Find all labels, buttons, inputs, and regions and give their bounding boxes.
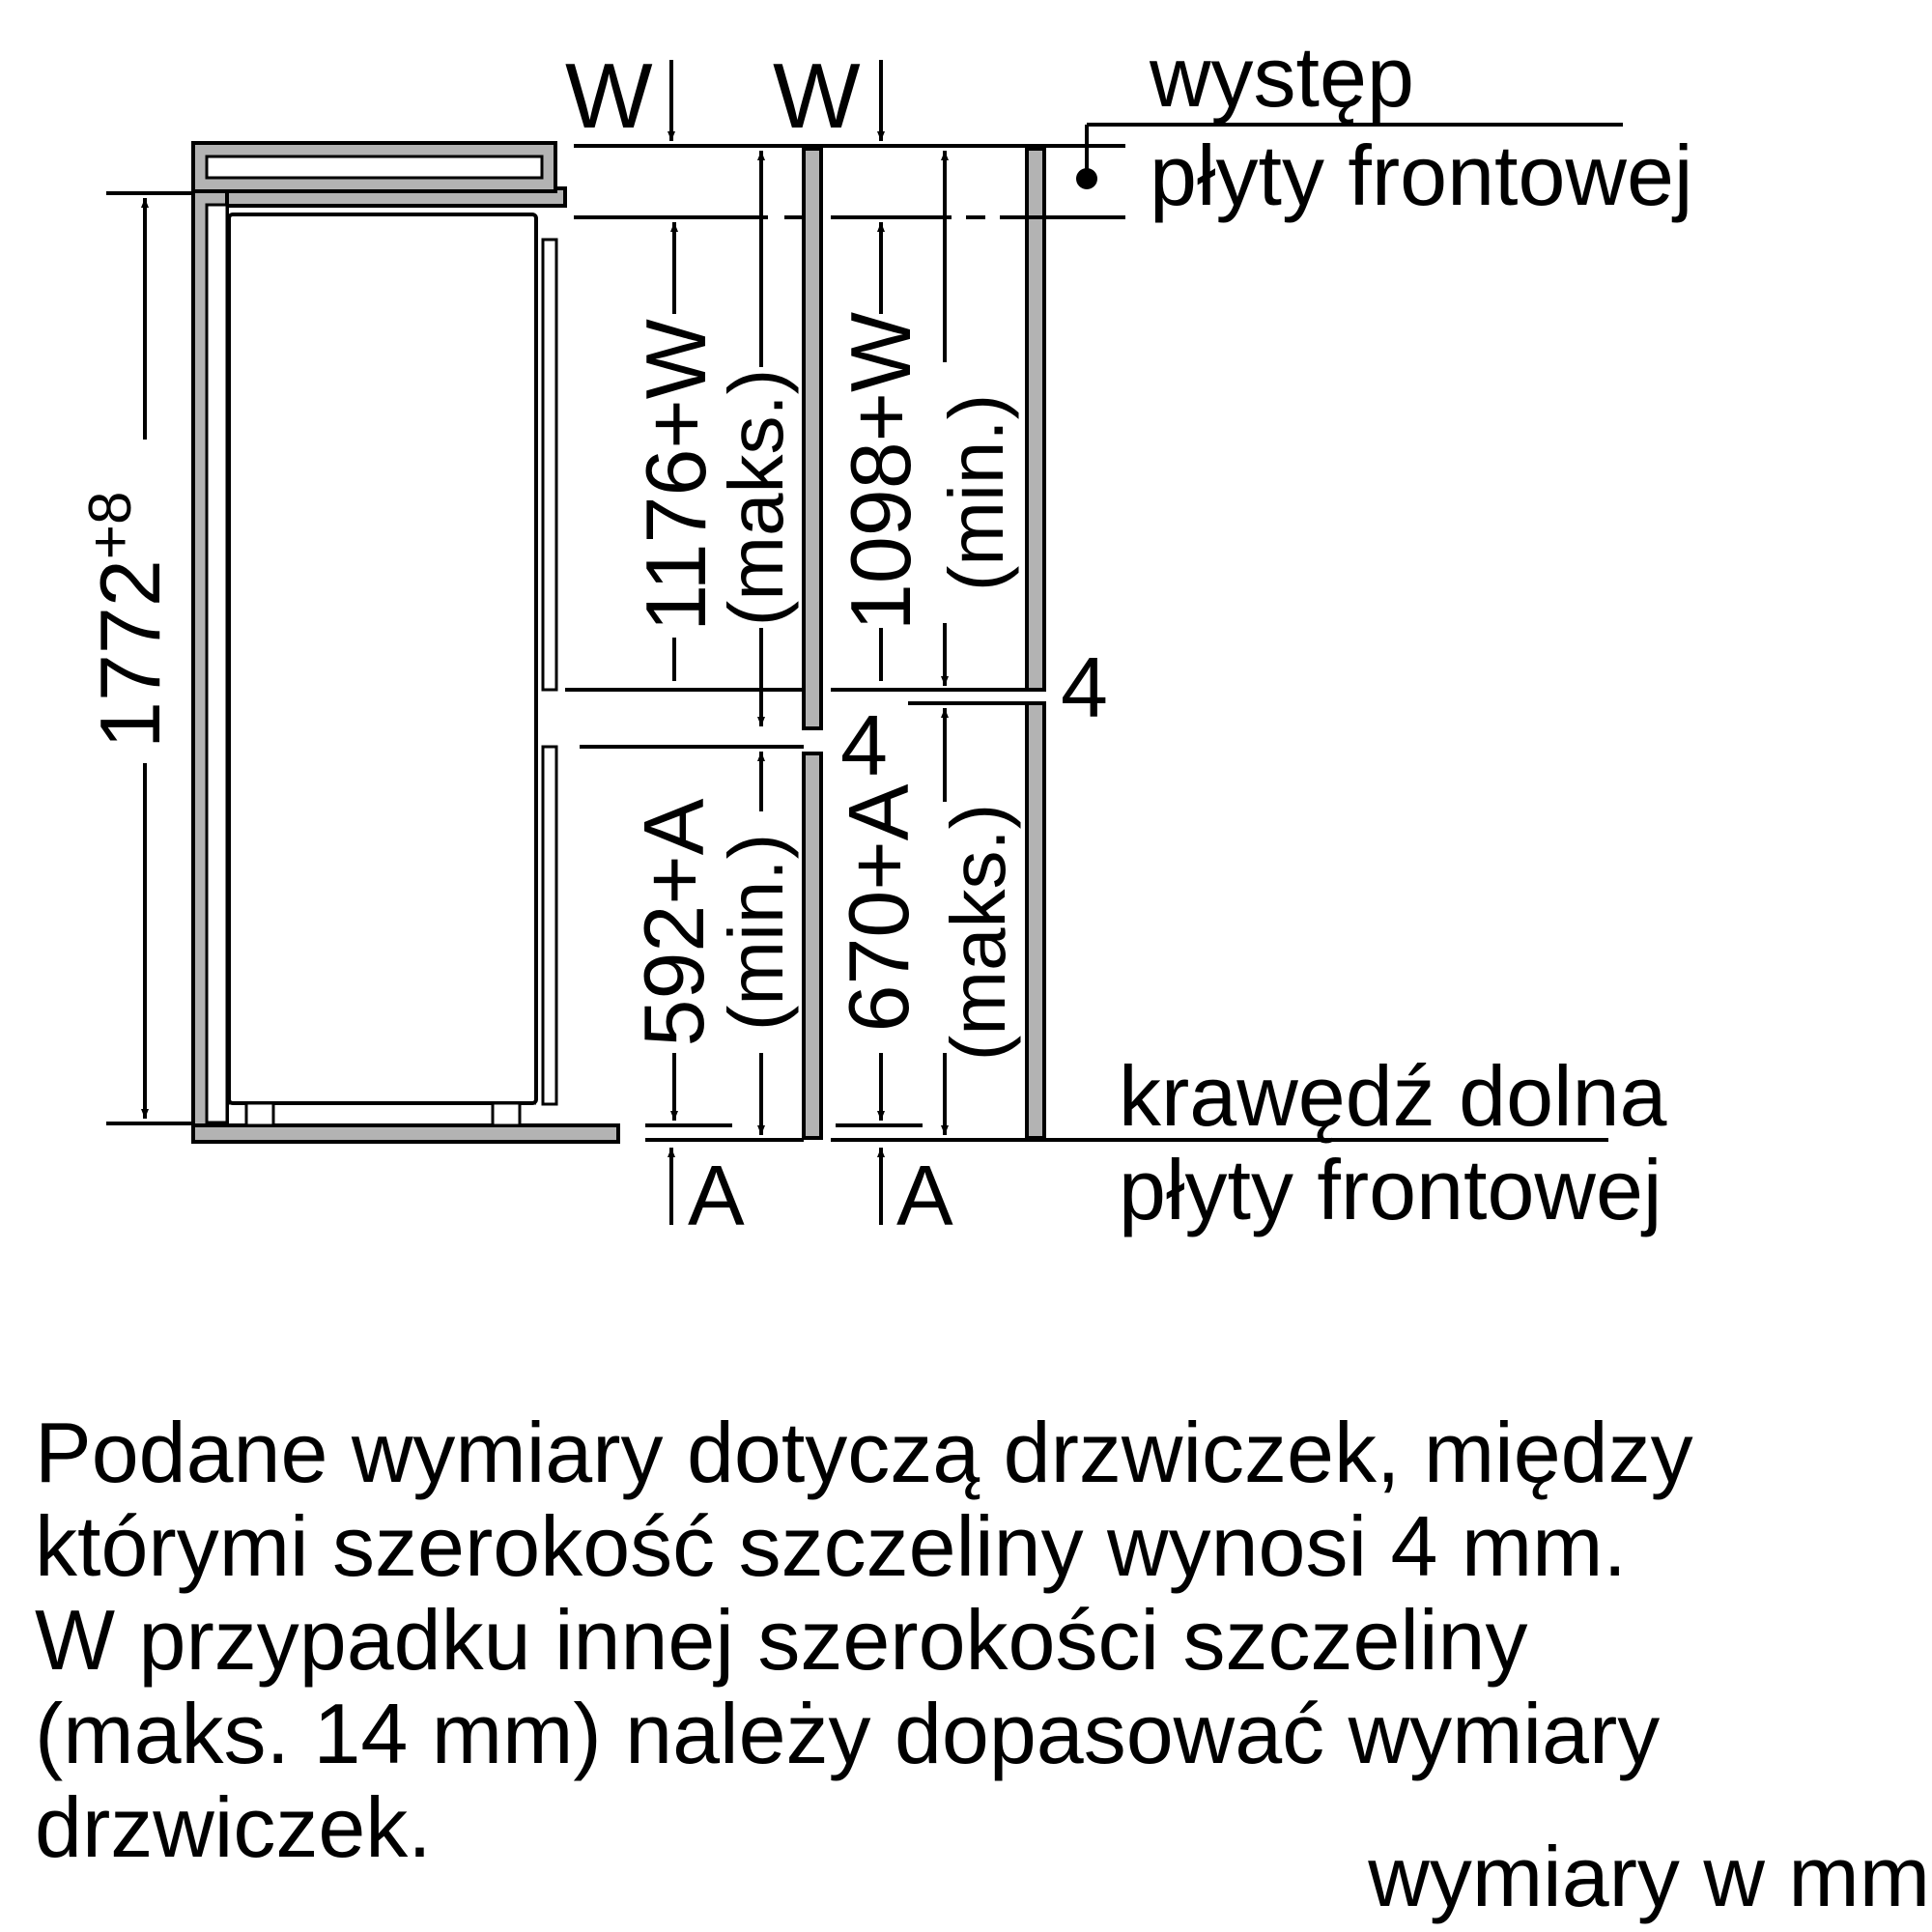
- cabinet-bottom-board: [191, 1123, 620, 1144]
- label-upper-door-right: 1098+W: [833, 312, 928, 631]
- w-markers: [668, 60, 885, 141]
- label-a-left: A: [688, 1148, 745, 1243]
- appliance-upper-door-edge: [541, 238, 558, 692]
- note-line: W przypadku innej szerokości szczeliny: [35, 1592, 1528, 1688]
- installation-dimension-diagram: W W występ płyty frontowej krawędź dolna…: [77, 29, 1692, 1243]
- label-bottom-edge-line1: krawędź dolna: [1119, 1048, 1667, 1144]
- label-upper-door-left-note: (maks.): [713, 369, 799, 627]
- front-panel-upper-left: [802, 147, 823, 730]
- note-line: (maks. 14 mm) należy dopasować wymiary: [35, 1686, 1661, 1781]
- label-w-left: W: [565, 44, 653, 148]
- lower-door-dimension-arrows: [668, 708, 949, 1225]
- note-line: którymi szerokość szczeliny wynosi 4 mm.: [35, 1498, 1627, 1594]
- front-panel-upper-right: [1025, 147, 1046, 692]
- label-bottom-edge-line2: płyty frontowej: [1119, 1142, 1662, 1237]
- front-panel-lower-left: [802, 752, 823, 1140]
- label-gap-left: 4: [840, 697, 888, 793]
- appliance-lower-door-edge: [541, 745, 558, 1106]
- appliance-foot-right: [491, 1101, 522, 1127]
- total-height-dimension: [106, 191, 193, 1125]
- appliance-foot-left: [244, 1101, 275, 1127]
- reference-lines: [565, 123, 1623, 1142]
- label-overhang-line2: płyty frontowej: [1150, 128, 1692, 223]
- label-lower-door-right-note: (maks.): [935, 804, 1021, 1062]
- label-upper-door-left: 1176+W: [628, 319, 724, 632]
- label-w-right: W: [773, 44, 861, 148]
- upper-door-dimension-arrows: [670, 151, 949, 726]
- label-lower-door-right: 670+A: [831, 783, 926, 1032]
- dimension-note: Podane wymiary dotyczą drzwiczek, między…: [35, 1406, 1909, 1874]
- overhang-marker-dot: [1076, 168, 1097, 189]
- label-overhang-line1: występ: [1149, 29, 1414, 125]
- front-panels-left: [802, 147, 823, 1140]
- label-lower-door-left: 592+A: [626, 798, 722, 1046]
- front-panels-right: [1025, 147, 1046, 1140]
- label-lower-door-left-note: (min.): [713, 834, 799, 1031]
- label-a-right: A: [896, 1148, 953, 1243]
- label-upper-door-right-note: (min.): [933, 394, 1019, 591]
- front-panel-lower-right: [1025, 701, 1046, 1140]
- appliance-body: [227, 213, 538, 1105]
- note-line: Podane wymiary dotyczą drzwiczek, między: [35, 1405, 1693, 1500]
- label-gap-right: 4: [1061, 639, 1108, 735]
- units-label: wymiary w mm: [1368, 1829, 1930, 1924]
- cabinet: [191, 141, 620, 1144]
- note-line: drzwiczek.: [35, 1779, 432, 1875]
- label-total-height: 1772+8: [77, 492, 178, 749]
